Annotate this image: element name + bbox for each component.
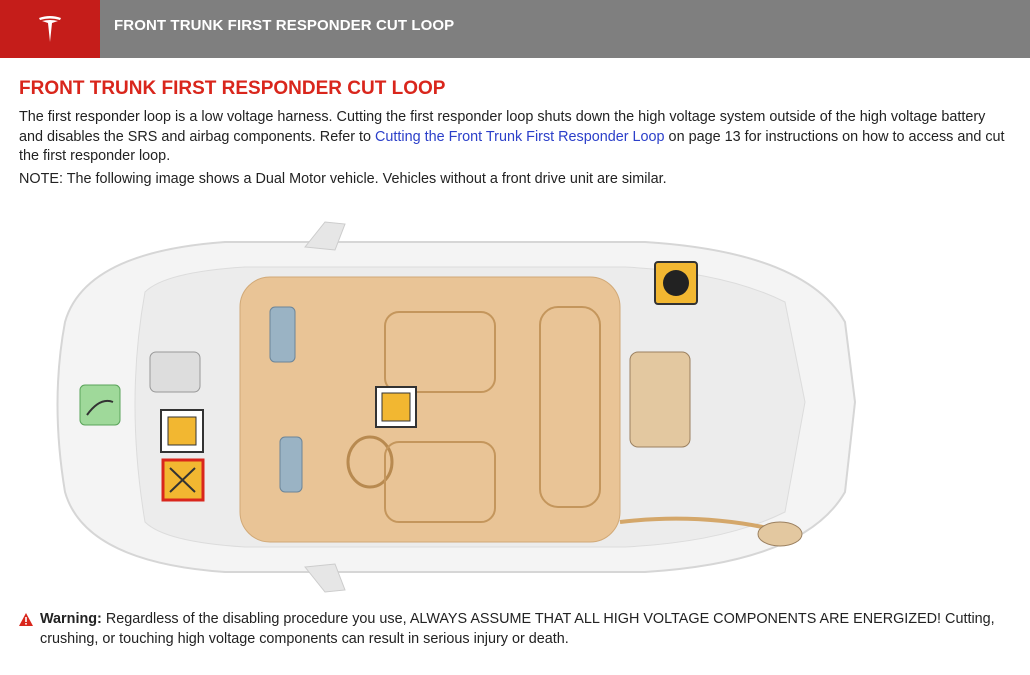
intro-text-end: on page 13 for instructions on how to ac… (19, 128, 1005, 165)
warning-icon (19, 613, 33, 626)
cut-loop-icon (161, 458, 205, 502)
tesla-logo (0, 0, 100, 58)
note: NOTE: The following image shows a Dual M… (19, 171, 667, 187)
intro-paragraph: The first responder loop is a low voltag… (19, 108, 1009, 167)
tesla-logo-icon (39, 16, 61, 42)
warning-text: Regardless of the disabling procedure yo… (40, 611, 995, 647)
header-title: FRONT TRUNK FIRST RESPONDER CUT LOOP (114, 17, 455, 34)
airbag-inflator-icon (654, 261, 698, 305)
frunk-open-icon (79, 384, 121, 426)
vehicle-diagram (25, 212, 865, 597)
warning-box: Warning: Regardless of the disabling pro… (19, 610, 1009, 649)
section-title: FRONT TRUNK FIRST RESPONDER CUT LOOP (19, 78, 446, 99)
cut-loop-link[interactable]: Cutting the Front Trunk First Responder … (375, 128, 665, 145)
warning-label: Warning: (40, 611, 102, 627)
page-header: FRONT TRUNK FIRST RESPONDER CUT LOOP (0, 0, 1030, 58)
fuse-box-icon (160, 409, 204, 453)
hv-battery-icon (375, 386, 417, 428)
intro-text: The first responder loop is a low voltag… (19, 109, 986, 145)
